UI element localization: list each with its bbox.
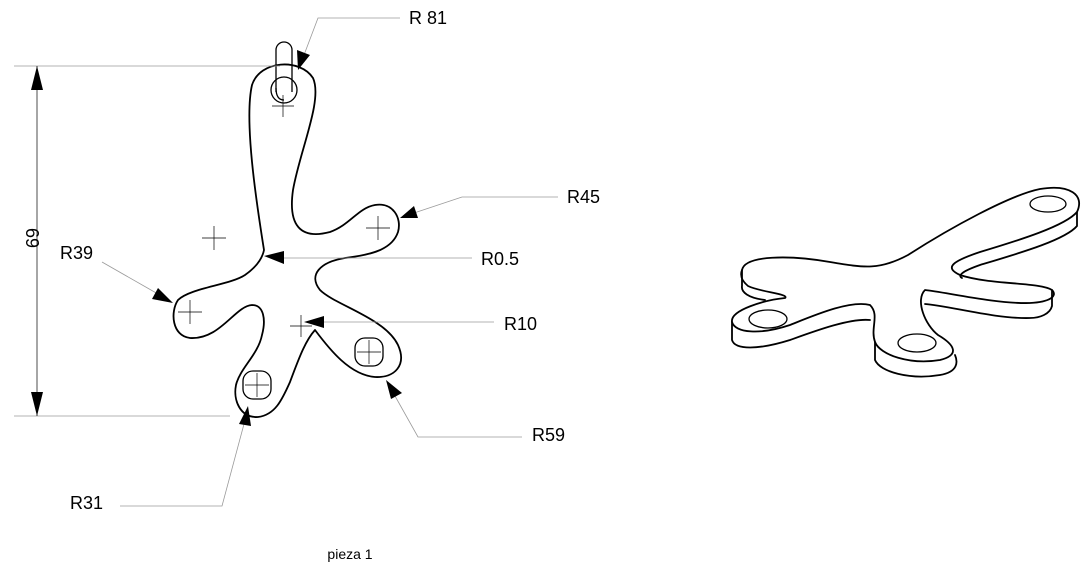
iso-hole-left [748, 309, 788, 329]
label-r45: R45 [567, 187, 600, 207]
hole-r31 [242, 370, 272, 400]
iso-hole-bottom [897, 333, 937, 353]
front-view [172, 41, 402, 418]
label-r31: R31 [70, 493, 103, 513]
iso-thickness-upper-left [741, 269, 766, 301]
part-outline [172, 63, 402, 418]
iso-hole-top [1029, 195, 1067, 213]
top-hole [270, 76, 298, 104]
hole-r59 [354, 337, 384, 367]
callout-r31: R31 [70, 406, 251, 513]
callout-r45: R45 [400, 187, 600, 218]
iso-thickness-right [959, 211, 1078, 279]
label-r81: R 81 [409, 8, 447, 28]
dimension-69-label: 69 [22, 228, 42, 248]
isometric-view [731, 187, 1080, 378]
slot-outline [275, 41, 293, 92]
iso-thickness-bottom [874, 341, 958, 378]
label-r10: R10 [504, 314, 537, 334]
iso-thickness-arm [924, 289, 1053, 319]
iso-top-face [731, 187, 1080, 363]
dimension-69: 69 [14, 65, 280, 417]
callout-r05: R0.5 [264, 249, 519, 269]
label-r05: R0.5 [481, 249, 519, 269]
callout-r10: R10 [304, 314, 537, 334]
iso-thickness-left [731, 318, 871, 349]
callout-r39: R39 [60, 243, 173, 303]
label-r39: R39 [60, 243, 93, 263]
callout-r59: R59 [386, 380, 565, 445]
callout-r81: R 81 [297, 8, 447, 70]
hole-detail [275, 87, 285, 101]
label-r59: R59 [532, 425, 565, 445]
caption: pieza 1 [327, 546, 372, 562]
center-marks [178, 95, 390, 397]
